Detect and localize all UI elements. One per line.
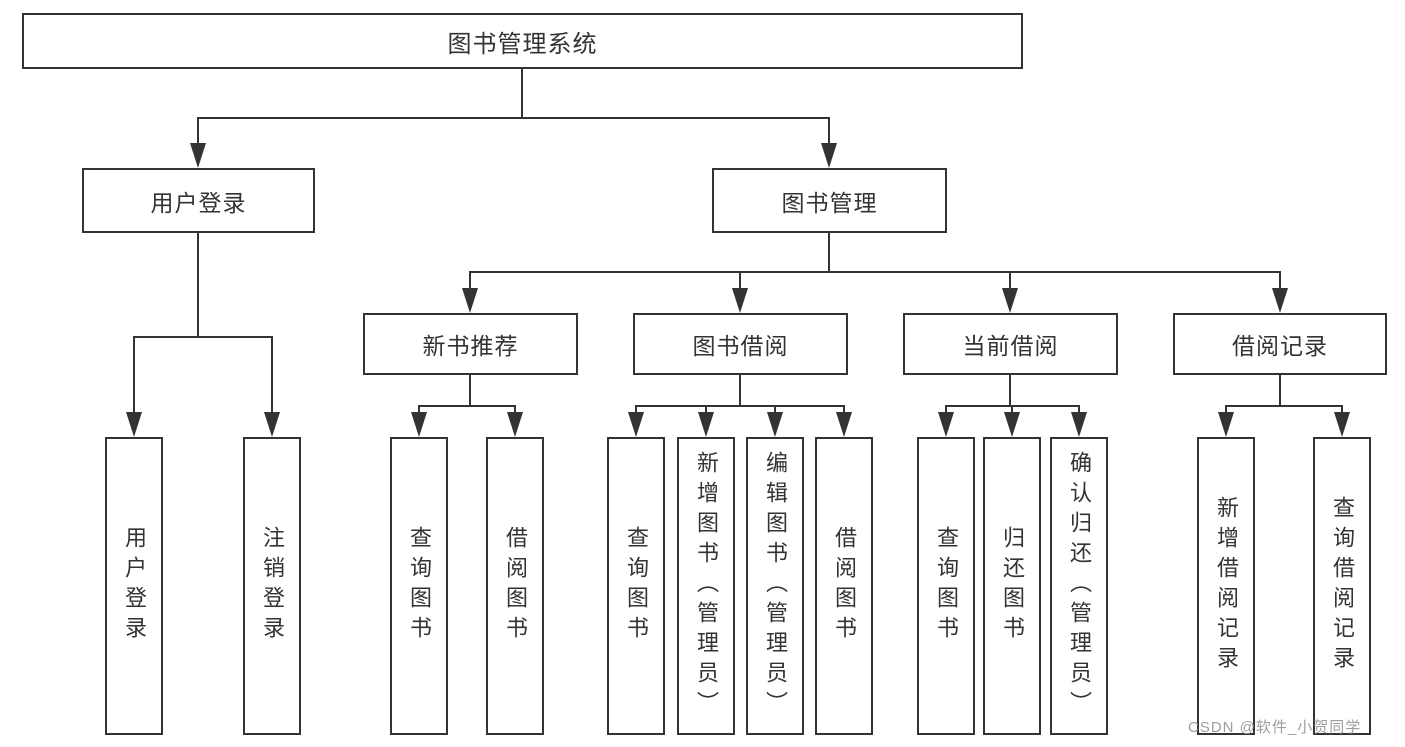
connector-line: [418, 406, 420, 413]
arrowhead-down-icon: [507, 412, 523, 437]
arrowhead-down-icon: [462, 288, 478, 313]
connector-line: [1225, 406, 1227, 413]
connector-line: [197, 233, 199, 337]
connector-line: [1009, 375, 1011, 406]
connector-line: [1009, 272, 1011, 288]
leaf-add-books-admin: 新增图书（管理员）: [677, 437, 735, 735]
node-new-book-recommendation: 新书推荐: [363, 313, 578, 375]
arrowhead-down-icon: [836, 412, 852, 437]
leaf-query-books: 查询图书: [607, 437, 665, 735]
connector-line: [1225, 405, 1343, 407]
connector-line: [739, 375, 741, 406]
connector-line: [945, 406, 947, 413]
arrowhead-down-icon: [1071, 412, 1087, 437]
connector-line: [271, 337, 273, 412]
connector-line: [843, 406, 845, 413]
arrowhead-down-icon: [1004, 412, 1020, 437]
connector-line: [1078, 406, 1080, 413]
arrowhead-down-icon: [264, 412, 280, 437]
connector-line: [635, 406, 637, 413]
leaf-borrow-books: 借阅图书: [486, 437, 544, 735]
connector-line: [739, 272, 741, 288]
leaf-confirm-return-admin: 确认归还（管理员）: [1050, 437, 1108, 735]
leaf-return-books: 归还图书: [983, 437, 1041, 735]
connector-line: [705, 406, 707, 413]
node-borrowing-records: 借阅记录: [1173, 313, 1387, 375]
leaf-user-login: 用户登录: [105, 437, 163, 735]
arrowhead-down-icon: [1002, 288, 1018, 313]
arrowhead-down-icon: [628, 412, 644, 437]
arrowhead-down-icon: [732, 288, 748, 313]
connector-line: [1279, 272, 1281, 288]
arrowhead-down-icon: [1272, 288, 1288, 313]
arrowhead-down-icon: [821, 143, 837, 168]
connector-line: [828, 118, 830, 145]
arrowhead-down-icon: [126, 412, 142, 437]
connector-line: [514, 406, 516, 413]
leaf-query-books: 查询图书: [917, 437, 975, 735]
connector-line: [197, 118, 199, 145]
node-user-login: 用户登录: [82, 168, 315, 233]
node-book-management: 图书管理: [712, 168, 947, 233]
leaf-add-borrow-record: 新增借阅记录: [1197, 437, 1255, 735]
arrowhead-down-icon: [698, 412, 714, 437]
node-book-borrowing: 图书借阅: [633, 313, 848, 375]
connector-line: [133, 337, 135, 412]
arrowhead-down-icon: [1334, 412, 1350, 437]
leaf-edit-books-admin: 编辑图书（管理员）: [746, 437, 804, 735]
arrowhead-down-icon: [190, 143, 206, 168]
connector-line: [418, 405, 516, 407]
leaf-borrow-books: 借阅图书: [815, 437, 873, 735]
connector-line: [197, 117, 830, 119]
leaf-query-books: 查询图书: [390, 437, 448, 735]
connector-line: [774, 406, 776, 413]
connector-line: [521, 69, 523, 118]
connector-line: [1341, 406, 1343, 413]
connector-line: [469, 272, 471, 288]
csdn-watermark: CSDN @软件_小贺同学: [1188, 719, 1362, 736]
connector-line: [133, 336, 273, 338]
arrowhead-down-icon: [938, 412, 954, 437]
connector-line: [1011, 406, 1013, 413]
arrowhead-down-icon: [411, 412, 427, 437]
leaf-query-borrow-record: 查询借阅记录: [1313, 437, 1371, 735]
arrowhead-down-icon: [767, 412, 783, 437]
node-root-library-system: 图书管理系统: [22, 13, 1023, 69]
connector-line: [828, 233, 830, 272]
connector-line: [1279, 375, 1281, 406]
leaf-logout: 注销登录: [243, 437, 301, 735]
node-current-borrowing: 当前借阅: [903, 313, 1118, 375]
connector-line: [469, 271, 1281, 273]
connector-line: [635, 405, 845, 407]
arrowhead-down-icon: [1218, 412, 1234, 437]
connector-line: [469, 375, 471, 406]
